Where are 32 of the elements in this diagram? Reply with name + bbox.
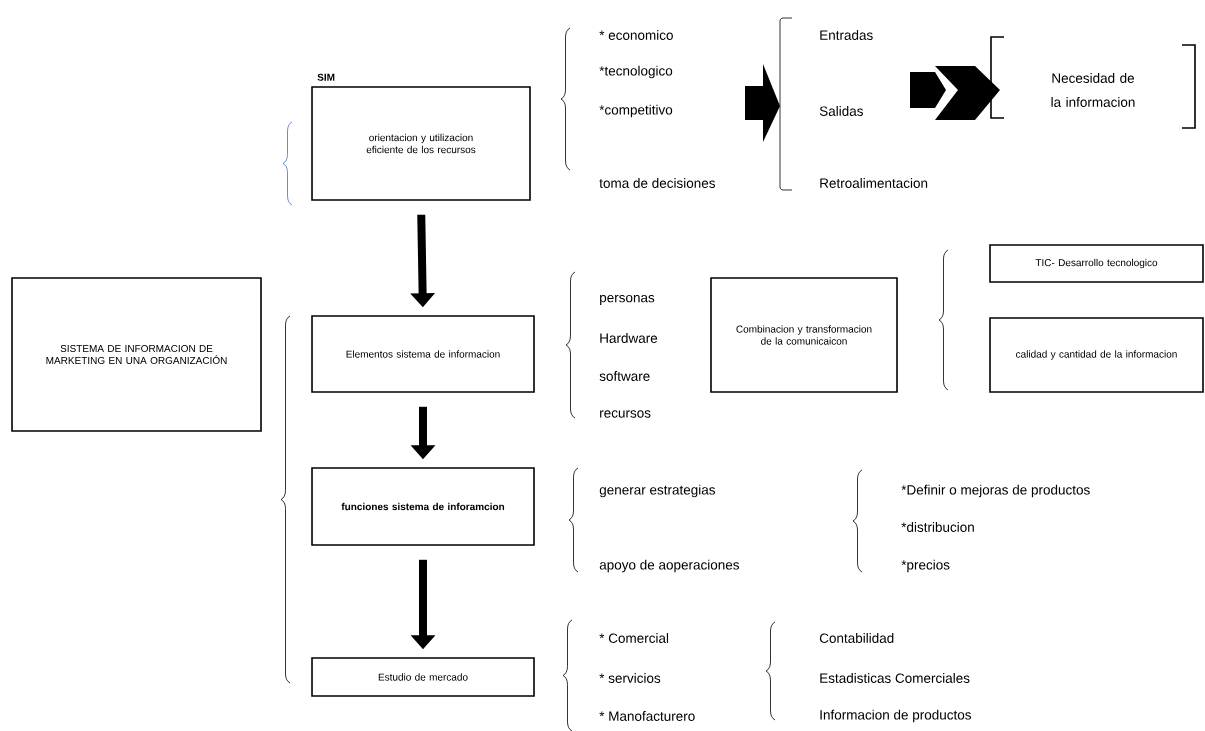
list-item: *precios	[901, 559, 950, 573]
process-box: SISTEMA DE INFORMACION DE MARKETING EN UNA ORGANIZACIÓN	[11, 277, 262, 432]
list-item: Informacion de productos	[820, 709, 971, 723]
list-item: recursos	[600, 410, 651, 418]
process-box: Estudio de mercado	[311, 657, 535, 697]
list-item: *competitivo	[599, 104, 673, 118]
list-item: apoyo de aoperaciones	[599, 559, 740, 573]
list-item: software	[599, 371, 650, 381]
list-item: * economico	[599, 30, 673, 40]
process-box: Elementos sistema de informacion	[311, 315, 535, 393]
process-box: funciones sistema de inforamcion	[311, 467, 535, 546]
process-box: calidad y cantidad de la informacion	[989, 317, 1204, 393]
list-item: *Definir o mejoras de productos	[901, 484, 1090, 498]
list-item: * servicios	[599, 673, 661, 683]
list-item: personas	[600, 294, 655, 306]
list-item: Salidas	[819, 106, 863, 116]
list-item: * Comercial	[599, 633, 669, 643]
list-item: generar estrategias	[599, 484, 715, 498]
list-item: *tecnologico	[599, 65, 673, 79]
process-box: Combinacion y transformacion de la comunicaicon	[710, 277, 898, 393]
list-item: *distribucion	[901, 522, 974, 532]
list-item: Contabilidad	[819, 633, 894, 643]
list-item: Estadisticas Comerciales	[820, 673, 970, 683]
process-box: TIC- Desarrollo tecnologico	[989, 244, 1204, 283]
bracketed-text: Necesidad de la informacion	[1051, 73, 1135, 107]
list-item: * Manofacturero	[599, 711, 695, 721]
list-item: Entradas	[820, 30, 873, 40]
list-item: Retroalimentacion	[820, 178, 928, 188]
box-heading: SIM	[317, 73, 335, 81]
list-item: Hardware	[600, 333, 658, 343]
process-box: orientacion y utilizacion eficiente de los recursos	[311, 86, 531, 201]
list-item: toma de decisiones	[599, 178, 715, 188]
